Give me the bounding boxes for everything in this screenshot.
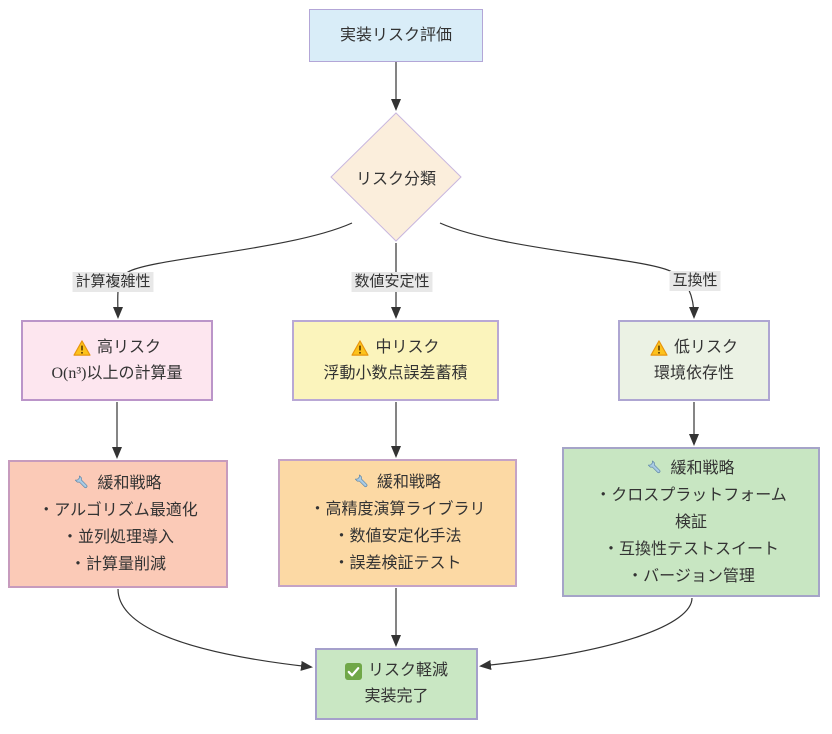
mitigation-complexity-node: 緩和戦略 ・アルゴリズム最適化 ・並列処理導入 ・計算量削減 <box>8 460 228 588</box>
check-icon <box>344 662 362 680</box>
wrench-icon <box>354 474 371 491</box>
high-risk-title: 高リスク <box>96 338 161 356</box>
wrench-icon <box>74 475 91 492</box>
edge-label-complexity: 計算複雑性 <box>72 272 154 292</box>
mitigation-stability-node: 緩和戦略 ・高精度演算ライブラリ ・数値安定化手法 ・誤差検証テスト <box>278 459 517 587</box>
mitigation-item: ・アルゴリズム最適化 <box>38 502 198 519</box>
start-node-label: 実装リスク評価 <box>339 26 452 44</box>
mid-risk-title: 中リスク <box>375 338 440 356</box>
mitigation-item: ・バージョン管理 <box>627 567 755 585</box>
mitigation-compatibility-title: 緩和戦略 <box>670 459 735 477</box>
mitigation-compatibility-node: 緩和戦略 ・クロスプラットフォーム検証 ・互換性テストスイート ・バージョン管理 <box>562 447 820 597</box>
mitigation-item: ・誤差検証テスト <box>333 555 462 572</box>
high-risk-detail: O(n³)以上の計算量 <box>51 364 183 382</box>
start-node: 実装リスク評価 <box>309 9 483 62</box>
mitigation-complexity-title: 緩和戦略 <box>97 475 162 492</box>
mid-risk-node: 中リスク 浮動小数点誤差蓄積 <box>292 320 499 401</box>
mitigation-item: ・数値安定化手法 <box>333 528 462 545</box>
mitigation-stability-title: 緩和戦略 <box>376 474 441 491</box>
decision-diamond-shape <box>330 112 462 242</box>
complete-node: リスク軽減 実装完了 <box>315 648 478 720</box>
mitigation-item: ・並列処理導入 <box>61 529 174 546</box>
warning-icon <box>650 339 668 356</box>
wrench-icon <box>647 460 664 477</box>
edge-mitigation1-complete <box>117 588 313 671</box>
mid-risk-detail: 浮動小数点誤差蓄積 <box>323 364 468 382</box>
mitigation-item: ・クロスプラットフォーム検証 <box>595 486 787 531</box>
mitigation-item: ・高精度演算ライブラリ <box>309 501 486 518</box>
warning-icon <box>351 339 370 356</box>
mitigation-item: ・互換性テストスイート <box>602 540 779 558</box>
edge-label-compatibility: 互換性 <box>669 271 721 291</box>
low-risk-node: 低リスク 環境依存性 <box>618 320 770 401</box>
complete-detail: 実装完了 <box>364 688 429 705</box>
edge-mitigation3-complete <box>479 597 693 670</box>
decision-node-label: リスク分類 <box>355 171 436 188</box>
decision-node: リスク分類 <box>330 112 462 242</box>
warning-icon <box>73 339 91 356</box>
complete-title: リスク軽減 <box>367 662 448 679</box>
high-risk-node: 高リスク O(n³)以上の計算量 <box>21 320 213 401</box>
edge-decision-low <box>439 222 699 319</box>
edge-decision-high <box>112 222 353 319</box>
edge-label-stability: 数値安定性 <box>351 272 433 292</box>
low-risk-title: 低リスク <box>673 338 738 356</box>
mitigation-item: ・計算量削減 <box>69 556 166 573</box>
low-risk-detail: 環境依存性 <box>653 364 734 382</box>
